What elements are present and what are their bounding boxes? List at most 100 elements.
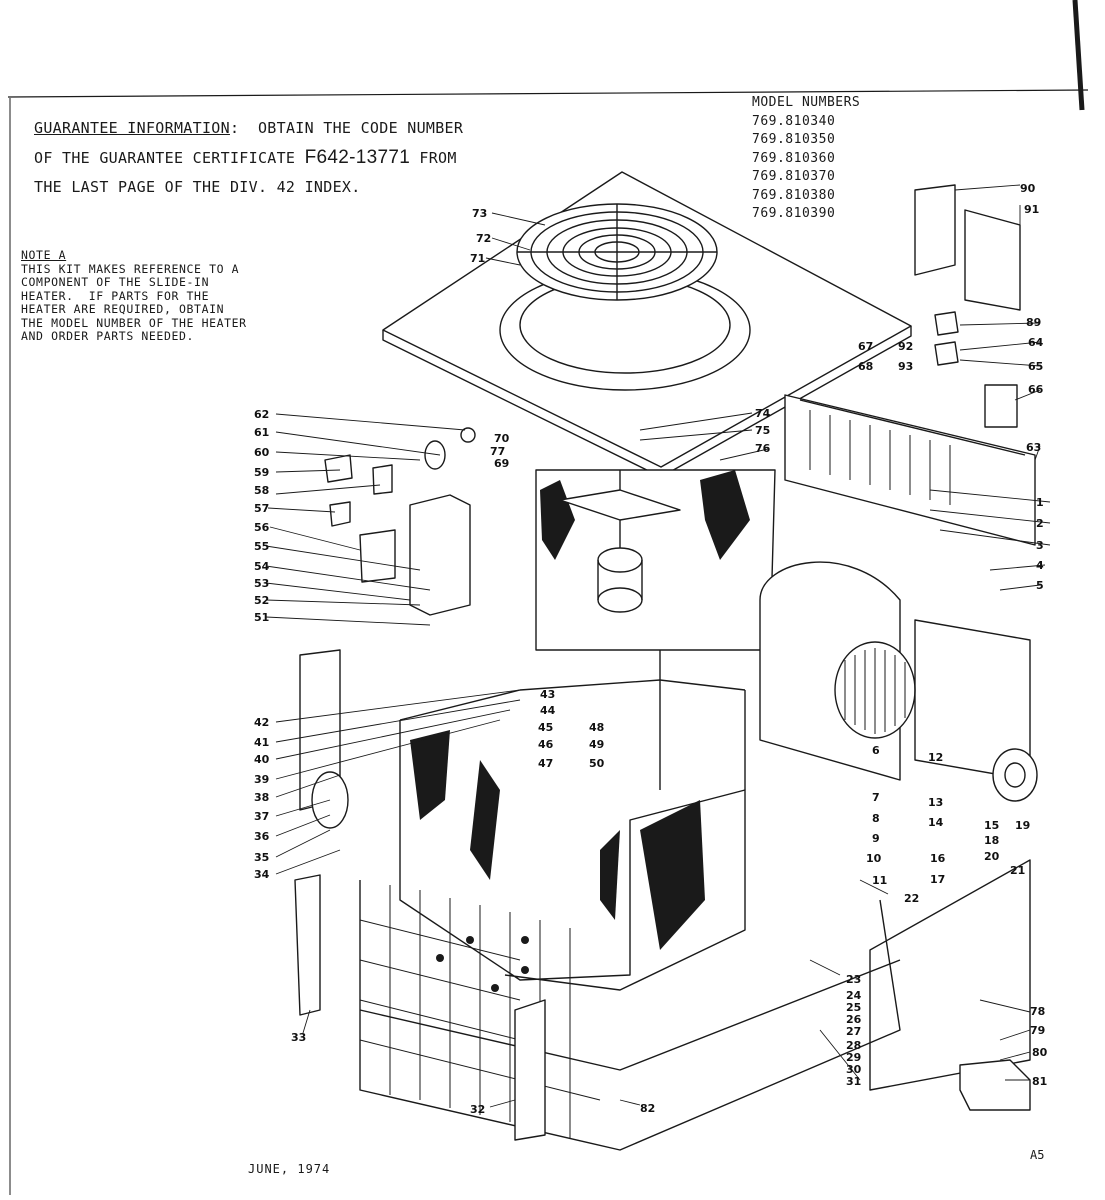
callout-67: 67 (858, 340, 873, 353)
callout-93: 93 (898, 360, 913, 373)
model-number: 769.810350 (752, 132, 836, 147)
callout-4: 4 (1036, 559, 1044, 572)
callout-82: 82 (640, 1102, 655, 1115)
callout-81: 81 (1032, 1075, 1047, 1088)
callout-29: 29 (846, 1051, 861, 1064)
fan-motor (559, 470, 681, 613)
callout-60: 60 (254, 446, 270, 459)
callout-64: 64 (1028, 336, 1044, 349)
control-box (324, 427, 476, 616)
callout-35: 35 (254, 851, 269, 864)
callout-51: 51 (254, 611, 269, 624)
callout-72: 72 (476, 232, 491, 245)
part-86 (984, 384, 1018, 428)
callout-55: 55 (254, 540, 269, 553)
guarantee-heading: GUARANTEE INFORMATION (34, 119, 230, 137)
callout-52: 52 (254, 594, 269, 607)
guarantee-information: GUARANTEE INFORMATION: OBTAIN THE CODE N… (34, 114, 463, 202)
guarantee-line3: THE LAST PAGE OF THE DIV. 42 INDEX. (34, 178, 361, 196)
callout-18: 18 (984, 834, 999, 847)
callout-10: 10 (866, 852, 882, 865)
callout-15: 15 (984, 819, 999, 832)
frame-top-line (7, 89, 1089, 98)
callout-42: 42 (254, 716, 269, 729)
guarantee-line2-post: FROM (410, 149, 457, 167)
callout-3: 3 (1036, 539, 1044, 552)
side-bracket (294, 874, 321, 1016)
callout-56: 56 (254, 521, 270, 534)
callout-69: 69 (494, 457, 509, 470)
callout-17: 17 (930, 873, 945, 886)
callout-58: 58 (254, 484, 269, 497)
part-84 (934, 341, 959, 366)
callout-92: 92 (898, 340, 913, 353)
callout-43: 43 (540, 688, 555, 701)
callout-1: 1 (1036, 496, 1044, 509)
model-number: 769.810360 (752, 150, 836, 166)
callout-61: 61 (254, 426, 269, 439)
callout-80: 80 (1032, 1046, 1048, 1059)
callout-46: 46 (538, 738, 554, 751)
callout-78: 78 (1030, 1005, 1045, 1018)
callout-6: 6 (872, 744, 880, 757)
side-panel-right (869, 859, 1031, 1091)
callout-63: 63 (1026, 441, 1041, 454)
callout-70: 70 (494, 432, 510, 445)
callout-13: 13 (928, 796, 943, 809)
callout-28: 28 (846, 1039, 861, 1052)
callout-50: 50 (589, 757, 605, 770)
note-line: COMPONENT OF THE SLIDE-IN (21, 275, 210, 289)
callout-23: 23 (846, 973, 861, 986)
callout-12: 12 (928, 751, 943, 764)
note-heading: NOTE A (21, 248, 67, 262)
cabinet-body (399, 469, 776, 991)
callout-62: 62 (254, 408, 269, 421)
callout-22: 22 (904, 892, 919, 905)
callout-71: 71 (470, 252, 485, 265)
callout-32: 32 (470, 1103, 485, 1116)
bracket-81 (959, 1059, 1031, 1111)
callout-73: 73 (472, 207, 487, 220)
base-pan (359, 880, 901, 1151)
page-number: A5 (1030, 1148, 1045, 1162)
callout-8: 8 (872, 812, 880, 825)
leader-lines (265, 184, 1051, 1108)
publication-date: JUNE, 1974 (248, 1162, 331, 1176)
callout-7: 7 (872, 791, 880, 804)
callout-41: 41 (254, 736, 269, 749)
note-line: AND ORDER PARTS NEEDED. (21, 329, 195, 343)
callout-68: 68 (858, 360, 873, 373)
panel-90 (914, 184, 956, 276)
callout-16: 16 (930, 852, 946, 865)
panel-91 (964, 209, 1021, 311)
callout-33: 33 (291, 1031, 306, 1044)
blower-assembly (759, 561, 1038, 802)
certificate-number: F642-13771 (304, 147, 411, 168)
callout-27: 27 (846, 1025, 861, 1038)
callout-2: 2 (1036, 517, 1044, 530)
callout-76: 76 (755, 442, 771, 455)
callout-45: 45 (538, 721, 553, 734)
callout-90: 90 (1020, 182, 1036, 195)
callout-38: 38 (254, 791, 269, 804)
callout-14: 14 (928, 816, 944, 829)
callout-79: 79 (1030, 1024, 1045, 1037)
callout-47: 47 (538, 757, 553, 770)
callout-30: 30 (846, 1063, 862, 1076)
note-line: THIS KIT MAKES REFERENCE TO A (21, 261, 240, 276)
note-line: THE MODEL NUMBER OF THE HEATER (21, 315, 247, 330)
callout-labels: 1 2 3 4 5 6 7 8 9 10 11 12 13 14 15 16 1… (254, 182, 1048, 1116)
callout-26: 26 (846, 1013, 862, 1026)
callout-44: 44 (540, 704, 556, 717)
callout-24: 24 (846, 989, 862, 1002)
coil-shading (410, 470, 750, 950)
control-panel (784, 394, 1036, 546)
callout-74: 74 (755, 407, 771, 420)
callout-59: 59 (254, 466, 269, 479)
callout-75: 75 (755, 424, 770, 437)
model-number: 769.810340 (752, 113, 836, 129)
callout-48: 48 (589, 721, 604, 734)
callout-89: 89 (1026, 316, 1041, 329)
